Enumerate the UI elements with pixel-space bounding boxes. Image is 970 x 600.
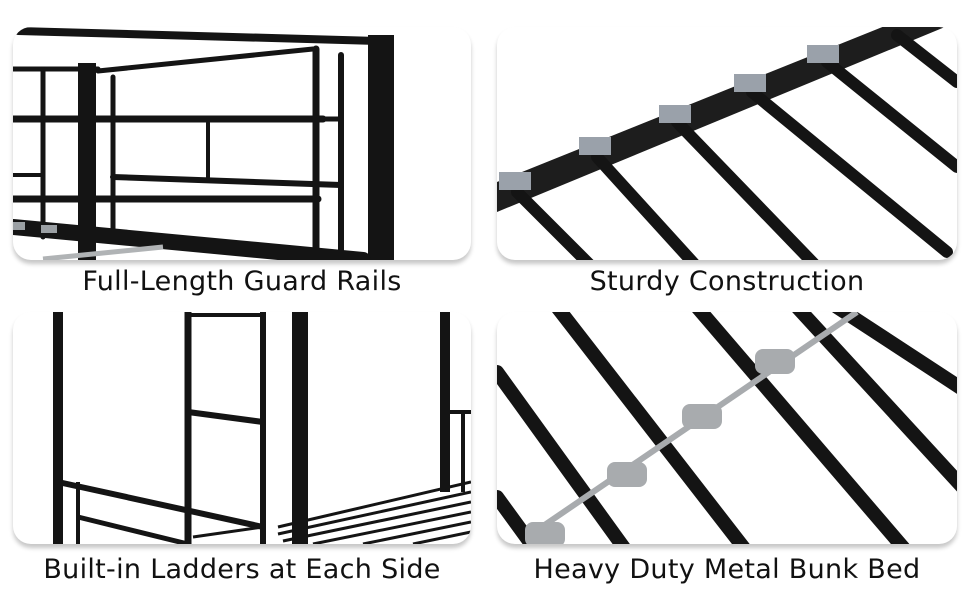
construction-image — [497, 27, 957, 260]
caption-heavy-duty: Heavy Duty Metal Bunk Bed — [533, 554, 921, 585]
guard-rails-illustration — [13, 27, 394, 260]
ladders-image — [13, 312, 471, 544]
heavy-duty-illustration — [497, 312, 957, 544]
caption-construction: Sturdy Construction — [589, 266, 865, 297]
ladders-illustration — [53, 312, 471, 544]
caption-ladders: Built-in Ladders at Each Side — [43, 554, 441, 585]
caption-guard-rails: Full-Length Guard Rails — [82, 266, 402, 297]
construction-illustration — [497, 27, 957, 260]
guard-rails-image — [13, 27, 471, 260]
heavy-duty-image — [497, 312, 957, 544]
